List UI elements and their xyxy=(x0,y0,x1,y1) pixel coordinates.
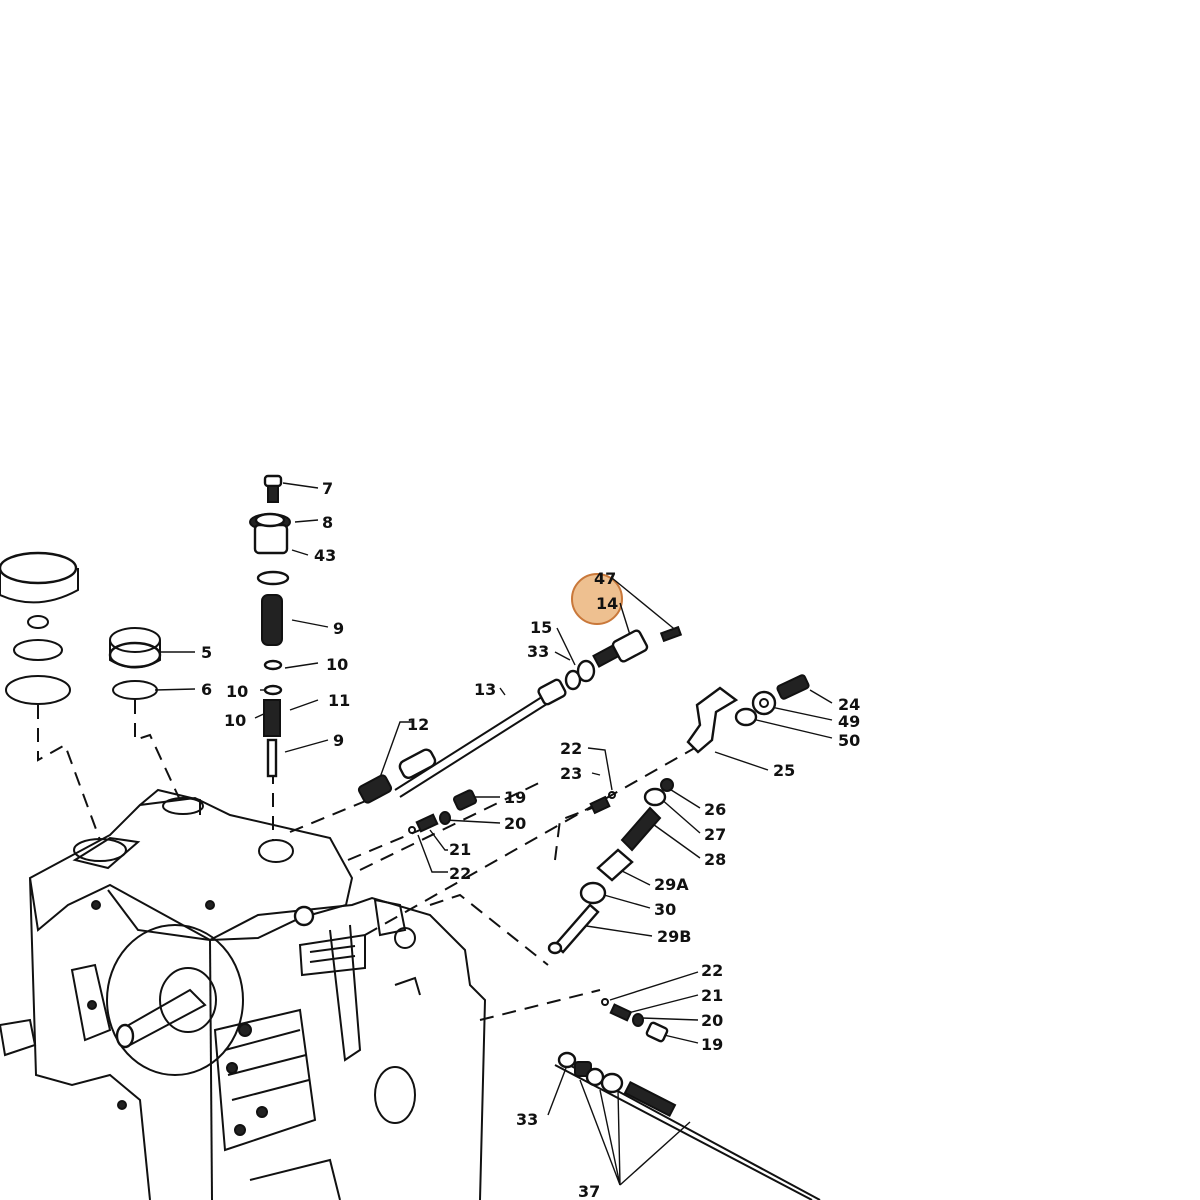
component-parts xyxy=(249,474,810,1118)
callout-20-lower: 20 xyxy=(701,1011,723,1030)
callout-28: 28 xyxy=(704,850,726,869)
callout-33-upper: 33 xyxy=(527,642,549,661)
callout-29b: 29B xyxy=(657,927,691,946)
callout-50: 50 xyxy=(838,731,860,750)
callout-10-right: 10 xyxy=(326,655,348,674)
callout-6: 6 xyxy=(201,680,212,699)
callout-37: 37 xyxy=(578,1182,600,1200)
callout-24: 24 xyxy=(838,695,860,714)
callout-8: 8 xyxy=(322,513,333,532)
callout-7: 7 xyxy=(322,479,333,498)
callout-30: 30 xyxy=(654,900,676,919)
callout-5: 5 xyxy=(201,643,212,662)
callout-19-lower: 19 xyxy=(701,1035,723,1054)
callout-22-middle: 22 xyxy=(449,864,471,883)
callout-26: 26 xyxy=(704,800,726,819)
callout-12: 12 xyxy=(407,715,429,734)
callout-27: 27 xyxy=(704,825,726,844)
callout-21-lower: 21 xyxy=(701,986,723,1005)
callout-20-upper: 20 xyxy=(504,814,526,833)
callout-49: 49 xyxy=(838,712,860,731)
callout-47: 47 xyxy=(594,569,616,588)
highlight-marker xyxy=(571,573,623,625)
callout-23: 23 xyxy=(560,764,582,783)
callout-13: 13 xyxy=(474,680,496,699)
callout-10-left-lower: 10 xyxy=(224,711,246,730)
callout-15: 15 xyxy=(530,618,552,637)
callout-labels: 7 8 43 9 10 10 10 11 9 5 6 12 13 15 33 4… xyxy=(201,479,860,1200)
leader-lines xyxy=(154,482,833,1200)
callout-19-upper: 19 xyxy=(504,788,526,807)
callout-21-upper: 21 xyxy=(449,840,471,859)
assembly-guide-lines xyxy=(37,700,701,1021)
callout-25: 25 xyxy=(773,761,795,780)
callout-9-upper: 9 xyxy=(333,619,344,638)
callout-22-upper: 22 xyxy=(560,739,582,758)
callout-29a: 29A xyxy=(654,875,689,894)
callout-9-lower: 9 xyxy=(333,731,344,750)
callout-33-lower: 33 xyxy=(516,1110,538,1129)
callout-14: 14 xyxy=(596,594,618,613)
gear-housing xyxy=(0,551,487,1200)
callout-11: 11 xyxy=(328,691,350,710)
callout-22-lower: 22 xyxy=(701,961,723,980)
callout-10-left-upper: 10 xyxy=(226,682,248,701)
callout-43: 43 xyxy=(314,546,336,565)
